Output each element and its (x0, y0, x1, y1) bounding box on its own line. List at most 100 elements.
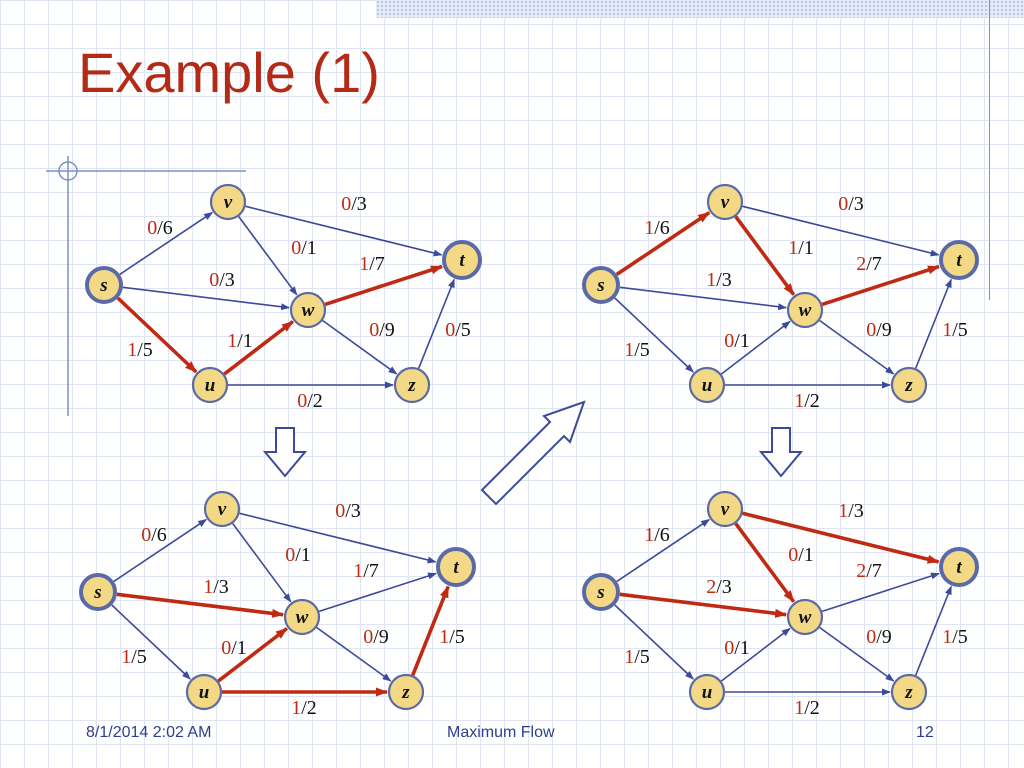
flow-separator: / (345, 500, 351, 522)
node-v-label: v (218, 499, 227, 520)
edge-label-w-z: 0/9 (866, 626, 892, 648)
footer-date: 8/1/2014 2:02 AM (86, 724, 212, 741)
flow-value: 1 (644, 524, 654, 546)
node-v: v (203, 490, 241, 528)
node-w-circle (289, 291, 327, 329)
edge-v-w-augmenting (734, 215, 796, 296)
node-v-label: v (224, 192, 233, 213)
edge-label-v-t: 0/3 (335, 500, 361, 522)
edge-s-u (614, 604, 694, 680)
edge-u-w-augmenting (223, 320, 294, 376)
flow-separator: / (301, 237, 307, 259)
flow-value: 0 (335, 500, 345, 522)
flow-value: 2 (856, 253, 866, 275)
flow-separator: / (219, 269, 225, 291)
capacity-value: 1 (804, 544, 814, 566)
edge-label-u-w: 0/1 (724, 330, 750, 352)
edge-w-t-augmenting (821, 264, 940, 307)
edge-s-w-augmenting (619, 592, 788, 618)
edge-label-v-t: 0/3 (838, 193, 864, 215)
node-u: u (688, 673, 726, 711)
edge-label-s-w: 0/3 (209, 269, 235, 291)
capacity-value: 1 (243, 330, 253, 352)
node-u: u (185, 673, 223, 711)
node-s-label: s (596, 275, 604, 296)
edge-s-u (111, 604, 191, 680)
edge-s-v (119, 211, 214, 276)
node-z-circle (890, 366, 928, 404)
edge-s-u (614, 297, 694, 373)
flow-separator: / (654, 217, 660, 239)
flow-separator: / (137, 339, 143, 361)
capacity-value: 1 (804, 237, 814, 259)
edge-label-u-z: 1/2 (291, 697, 317, 719)
node-u-circle (688, 366, 726, 404)
node-z: z (387, 673, 425, 711)
edge-label-w-t: 2/7 (856, 560, 882, 582)
node-v-label: v (721, 192, 730, 213)
node-s-circle (582, 266, 620, 304)
node-t-circle (442, 240, 482, 280)
edge-u-w (720, 627, 791, 682)
edge-v-w (232, 523, 292, 603)
capacity-value: 3 (722, 269, 732, 291)
flow-separator: / (866, 560, 872, 582)
edge-label-s-v: 0/6 (141, 524, 167, 546)
flow-separator: / (237, 330, 243, 352)
node-t-label: t (453, 557, 459, 578)
flow-value: 0 (724, 637, 734, 659)
flow-separator: / (307, 390, 313, 412)
edge-s-u-augmenting (116, 296, 198, 374)
capacity-value: 1 (740, 330, 750, 352)
title-crosshair-decoration (46, 156, 246, 416)
flow-separator: / (351, 193, 357, 215)
node-w-circle (283, 598, 321, 636)
flow-separator: / (952, 319, 958, 341)
flow-separator: / (848, 500, 854, 522)
flow-separator: / (634, 339, 640, 361)
node-w: w (283, 598, 321, 636)
node-z-label: z (401, 682, 410, 703)
edge-z-t (417, 278, 455, 369)
node-u: u (688, 366, 726, 404)
edge-label-u-z: 1/2 (794, 390, 820, 412)
node-w-label: w (799, 300, 812, 321)
node-s: s (582, 266, 620, 304)
capacity-value: 5 (958, 319, 968, 341)
flow-separator: / (151, 524, 157, 546)
node-v-label: v (721, 499, 730, 520)
capacity-value: 9 (385, 319, 395, 341)
node-s: s (85, 266, 123, 304)
edge-label-z-t: 0/5 (445, 319, 471, 341)
edge-z-t (914, 585, 952, 676)
edge-label-w-z: 0/9 (369, 319, 395, 341)
capacity-value: 2 (810, 697, 820, 719)
edge-label-w-t: 2/7 (856, 253, 882, 275)
edge-z-t-augmenting (411, 585, 450, 676)
node-u: u (191, 366, 229, 404)
edge-label-v-t: 1/3 (838, 500, 864, 522)
flow-value: 1 (121, 646, 131, 668)
edge-w-z (322, 319, 398, 375)
flow-value: 0 (285, 544, 295, 566)
edge-label-s-u: 1/5 (121, 646, 147, 668)
flow-value: 1 (203, 576, 213, 598)
footer-title: Maximum Flow (447, 724, 555, 741)
flow-separator: / (157, 217, 163, 239)
node-u-label: u (702, 375, 713, 396)
node-s-label: s (93, 582, 101, 603)
flow-value: 1 (706, 269, 716, 291)
edge-w-z (819, 626, 895, 682)
edge-label-u-z: 0/2 (297, 390, 323, 412)
flow-value: 1 (291, 697, 301, 719)
edge-label-w-t: 1/7 (359, 253, 385, 275)
edge-label-v-w: 0/1 (788, 544, 814, 566)
flow-value: 0 (363, 626, 373, 648)
flow-value: 0 (724, 330, 734, 352)
flow-value: 1 (838, 500, 848, 522)
flow-value: 1 (624, 339, 634, 361)
node-t-label: t (459, 250, 465, 271)
capacity-value: 1 (307, 237, 317, 259)
